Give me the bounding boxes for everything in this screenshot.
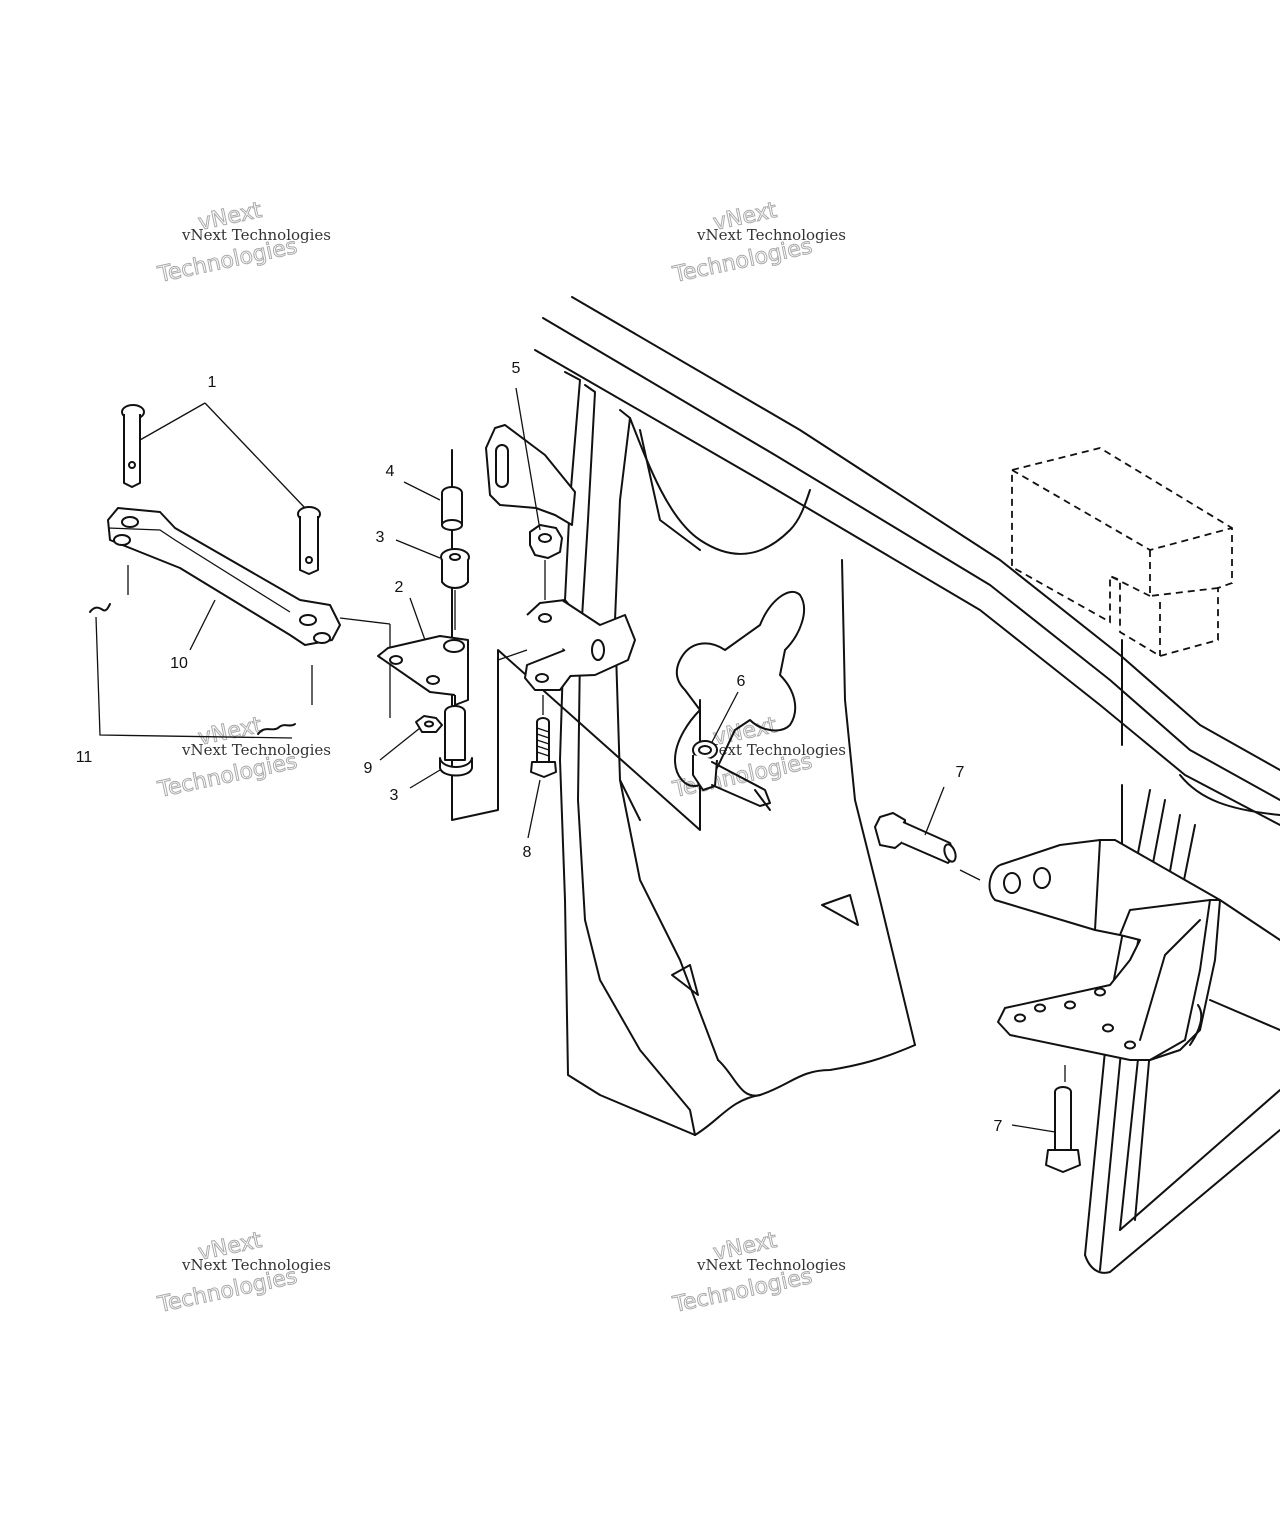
part-3-bushing-lower xyxy=(439,700,473,777)
part-7-bolt-horizontal xyxy=(874,812,981,881)
callouts: 1 2 3 3 4 5 6 7 7 8 9 10 11 xyxy=(76,360,1003,1135)
part-8-bolt xyxy=(530,695,557,778)
watermark: vNext vNext Technologies Technologies xyxy=(670,197,846,288)
callout-3-upper: 3 xyxy=(376,529,385,546)
frame-rails xyxy=(534,296,1280,826)
part-2-bracket xyxy=(377,635,469,706)
watermark-line1: vNext Technologies xyxy=(181,226,331,244)
callout-4: 4 xyxy=(386,463,395,480)
watermark-line1: vNext Technologies xyxy=(696,226,846,244)
watermark: vNext vNext Technologies Technologies xyxy=(155,1227,331,1318)
callout-8: 8 xyxy=(523,844,532,861)
part-11-clip xyxy=(89,603,296,735)
callout-5: 5 xyxy=(512,360,521,377)
part-9-nut xyxy=(415,715,443,733)
watermark: vNext vNext Technologies Technologies xyxy=(670,1227,846,1318)
part-5-nut xyxy=(529,524,563,600)
watermark-line1: vNext Technologies xyxy=(181,741,331,759)
optional-part-outline xyxy=(1011,447,1233,871)
leader-lines xyxy=(95,387,1056,1133)
frame-upright xyxy=(559,371,916,1136)
part-4-bushing xyxy=(441,486,463,531)
callout-7-upper: 7 xyxy=(956,764,965,781)
part-10-strap xyxy=(107,507,341,705)
callout-2: 2 xyxy=(395,579,404,596)
watermark: vNext vNext Technologies Technologies xyxy=(155,197,331,288)
watermark-line1: vNext Technologies xyxy=(696,741,846,759)
mount-bracket xyxy=(988,839,1221,1061)
callout-7-lower: 7 xyxy=(994,1118,1003,1135)
frame-hinge xyxy=(485,424,636,691)
watermark: vNext vNext Technologies Technologies xyxy=(155,712,331,803)
callout-11: 11 xyxy=(76,749,93,766)
part-6-fitting xyxy=(692,740,771,807)
callout-3-lower: 3 xyxy=(390,787,399,804)
part-1-pins xyxy=(121,404,321,575)
callout-9: 9 xyxy=(364,760,373,777)
part-7-bolt-vertical xyxy=(1045,1065,1081,1173)
callout-6: 6 xyxy=(737,673,746,690)
callout-1: 1 xyxy=(208,374,217,391)
watermark-line1: vNext Technologies xyxy=(181,1256,331,1274)
callout-10: 10 xyxy=(170,655,188,672)
watermarks: vNext vNext Technologies Technologies vN… xyxy=(155,197,846,1318)
part-3-bushing-upper xyxy=(440,548,470,630)
watermark-line1: vNext Technologies xyxy=(696,1256,846,1274)
